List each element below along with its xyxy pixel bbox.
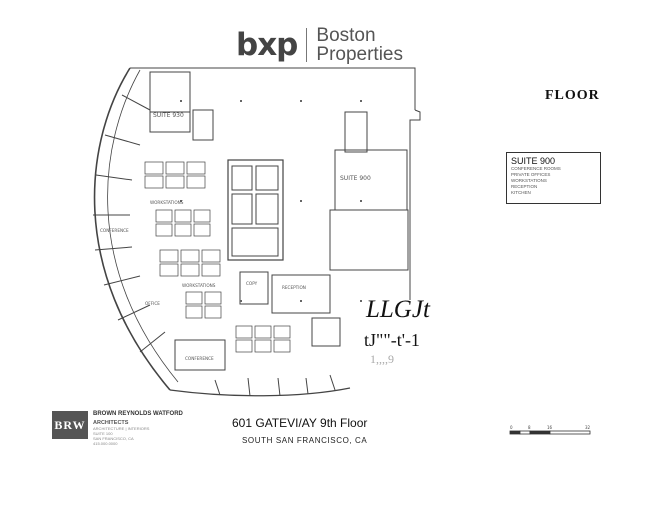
suite-legend-line: KITCHEN <box>511 190 531 195</box>
suite-legend-title: SUITE 900 <box>511 156 556 166</box>
plan-label-workstations-2: WORKSTATIONS <box>182 283 216 288</box>
logo-line-2: Properties <box>316 44 403 65</box>
bottom-curve-wall <box>169 387 351 397</box>
inner-facade-wall <box>107 69 179 383</box>
plan-caption: 601 GATEVI/AY 9th Floor <box>232 416 368 430</box>
plan-label-office: OFFICE <box>145 301 160 306</box>
suite-legend-line: WORKSTATIONS <box>511 178 547 183</box>
scale-tick: 8 <box>528 425 531 430</box>
logo-line-1: Boston <box>316 25 376 46</box>
scale-tick: 0 <box>510 425 513 430</box>
architect-name: BROWN REYNOLDS WATFORD <box>93 411 183 417</box>
right-wall <box>409 109 421 300</box>
plan-label-reception: RECEPTION <box>282 285 306 290</box>
suite-legend-line: CONFERENCE ROOMS <box>511 166 561 171</box>
architect-line: SAN FRANCISCO, CA <box>93 436 134 441</box>
suite-legend-line: RECEPTION <box>511 184 538 189</box>
architect-block: BRW BROWN REYNOLDS WATFORD ARCHITECTS AR… <box>52 411 183 446</box>
suite-legend-line: PRIVATE OFFICES <box>511 172 551 177</box>
plan-location: SOUTH SAN FRANCISCO, CA <box>242 436 368 445</box>
outer-facade-wall <box>93 67 171 391</box>
floor-label: FLOOR <box>545 88 600 103</box>
plan-label-copy: COPY <box>246 281 258 286</box>
building-core <box>227 159 284 261</box>
bxp-logo-mark: bxp <box>236 27 298 63</box>
handwritten-text-2: tJ""-t'-1 <box>364 330 420 350</box>
brw-logo: BRW <box>52 411 88 439</box>
architect-line: SUITE 100 <box>93 431 113 436</box>
plan-label-suite-900: SUITE 900 <box>340 175 371 182</box>
handwritten-text-3: 1,,,,9 <box>370 352 394 366</box>
architect-line: ARCHITECTURE | INTERIORS <box>93 426 150 431</box>
scale-tick: 16 <box>547 425 553 430</box>
scale-tick: 32 <box>585 425 591 430</box>
plan-label-suite-930: SUITE 930 <box>153 112 184 119</box>
scale-bar: 0 8 16 32 <box>509 425 591 435</box>
logo-wordmark: Boston Properties <box>316 26 403 64</box>
top-wall <box>130 67 416 110</box>
architect-line: 415.000.0000 <box>93 441 118 446</box>
architect-sub: ARCHITECTS <box>93 420 129 426</box>
handwritten-text-1: LLGJt <box>366 296 430 323</box>
plan-label-conference: CONFERENCE <box>100 228 129 233</box>
boston-properties-logo: bxp Boston Properties <box>236 26 403 64</box>
logo-divider <box>306 28 308 62</box>
plan-label-conference-2: CONFERENCE <box>185 356 214 361</box>
suite-900-legend: SUITE 900 CONFERENCE ROOMS PRIVATE OFFIC… <box>506 152 601 204</box>
plan-label-workstations: WORKSTATIONS <box>150 200 184 205</box>
